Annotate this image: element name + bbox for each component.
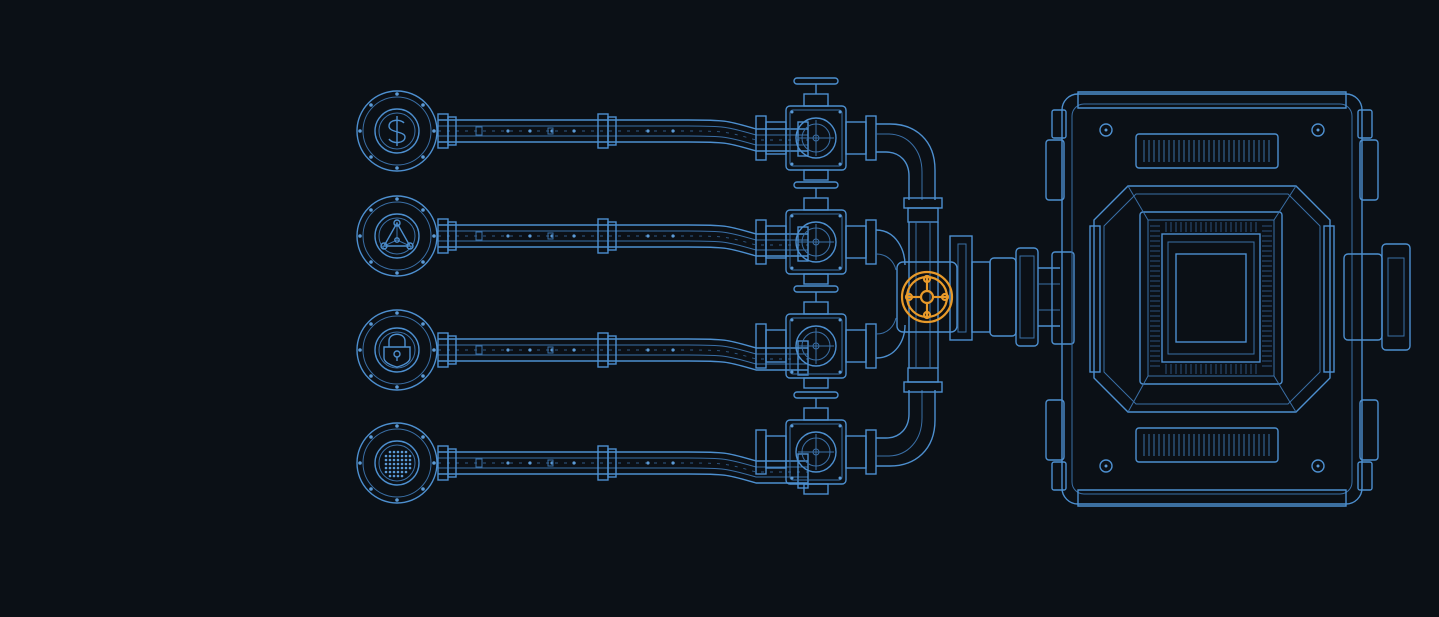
dotted-globe-icon [384, 450, 412, 478]
manifold [875, 123, 1075, 467]
network-triangle-icon [380, 219, 414, 250]
input-port [356, 422, 438, 504]
main-shutoff-valve-wheel[interactable] [900, 270, 954, 324]
padlock-icon [383, 333, 411, 368]
control-valve [755, 391, 877, 495]
input-row-network [356, 181, 877, 285]
input-row-global [356, 391, 877, 504]
pipe-run [437, 332, 809, 376]
input-port [356, 90, 438, 172]
control-valve [755, 181, 877, 285]
pipe-run [437, 218, 809, 262]
control-valve [755, 285, 877, 389]
input-row-security [356, 285, 877, 391]
pipe-run [437, 445, 809, 489]
pipe-run [437, 113, 809, 157]
input-row-finance [356, 77, 877, 181]
input-port [356, 195, 438, 277]
dollar-sign-icon [388, 116, 406, 146]
input-port [356, 309, 438, 391]
destination-processor-unit [1045, 91, 1411, 507]
